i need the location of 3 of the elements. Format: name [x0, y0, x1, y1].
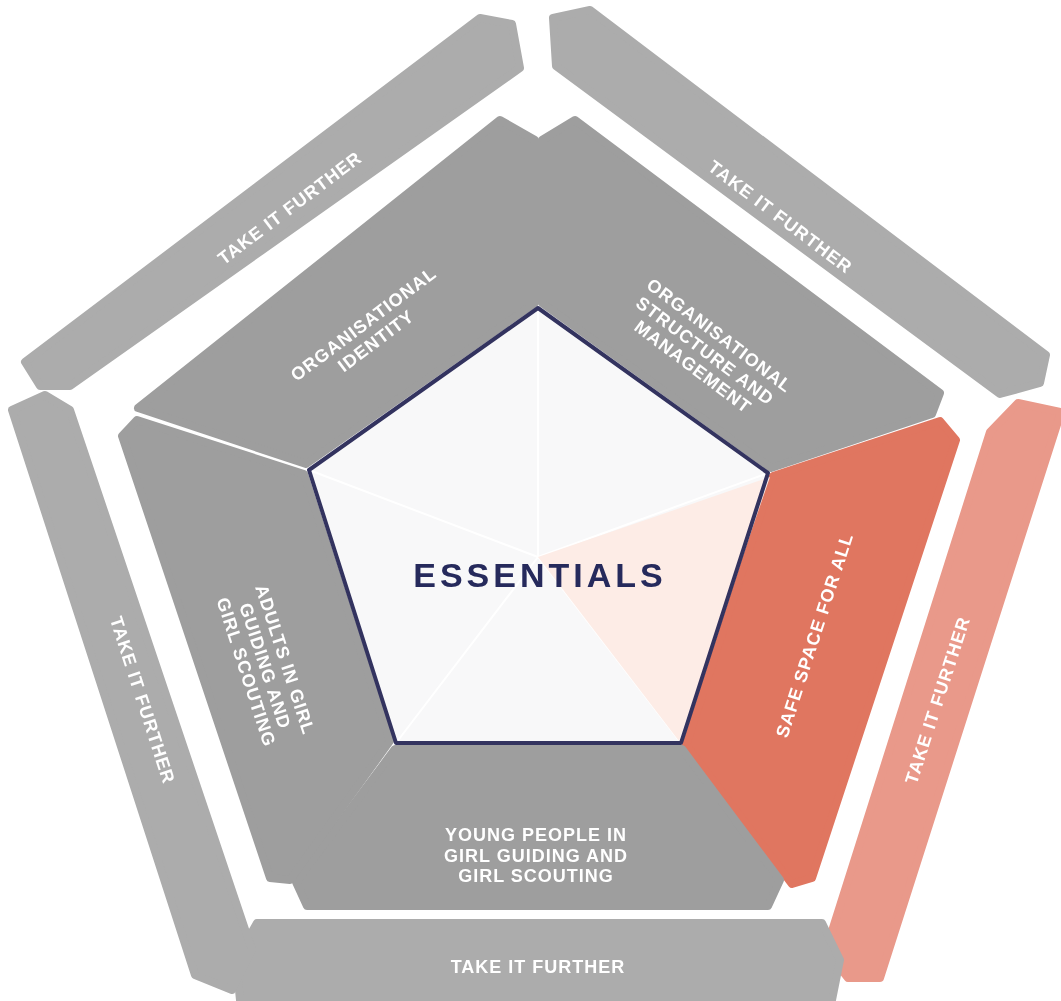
segment-label: YOUNG PEOPLE IN GIRL GUIDING AND GIRL SCOUTING [443, 825, 629, 888]
segment-label: TAKE IT FURTHER [449, 957, 627, 978]
segment-label: ESSENTIALS [412, 556, 668, 596]
